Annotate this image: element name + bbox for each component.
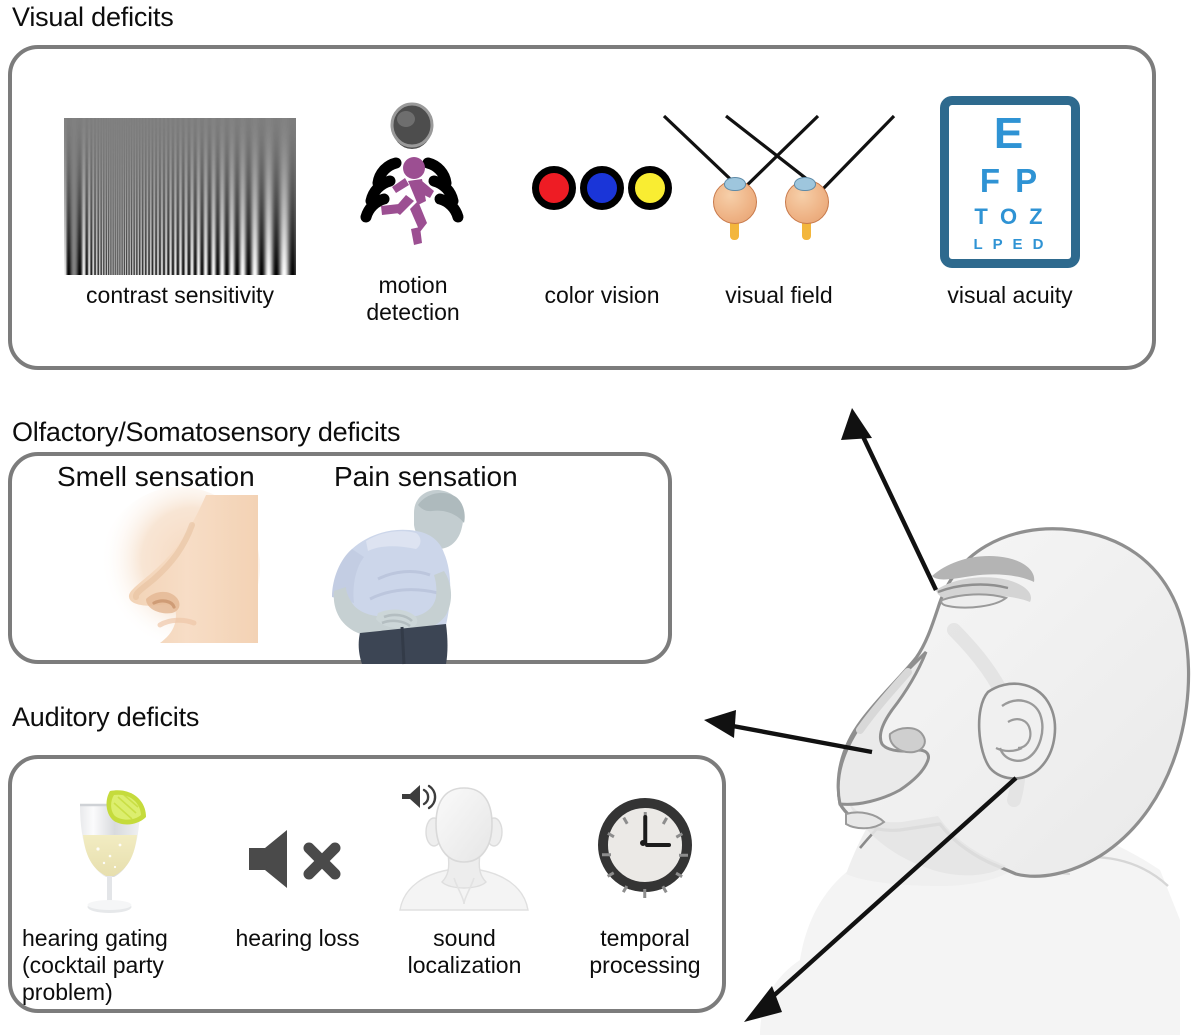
yellow-dot — [628, 166, 672, 210]
clock-tick — [679, 853, 688, 857]
optic-nerve-left — [730, 216, 739, 240]
clock-tick — [602, 853, 611, 857]
temporal-processing-label: temporal processing — [589, 925, 701, 979]
pain-sensation-label: Pain sensation — [334, 461, 518, 492]
snellen-chart-icon: E F P T O Z L P E D — [940, 96, 1080, 268]
snellen-row-2: T O Z — [974, 204, 1046, 229]
snellen-row-0: E — [993, 109, 1027, 158]
head-profile-illustration — [704, 400, 1200, 1035]
motion-detection-label: motion detection — [366, 272, 460, 326]
snellen-row-1: F P — [979, 162, 1041, 199]
color-vision-icon — [532, 166, 672, 224]
contrast-sensitivity-label: contrast sensitivity — [86, 282, 274, 308]
clock-tick — [643, 889, 647, 898]
smell-sensation-label: Smell sensation — [57, 461, 255, 492]
clock-hour-hand — [645, 843, 671, 847]
contrast-grating-icon — [64, 118, 296, 275]
hearing-gating-label: hearing gating (cocktail party problem) — [22, 925, 168, 1006]
visual-field-eyes-icon — [650, 110, 910, 250]
clock-tick — [607, 871, 615, 878]
clock-tick — [607, 832, 615, 839]
clock-tick — [675, 871, 683, 878]
clock-tick — [661, 817, 668, 825]
sound-localization-label: sound localization — [407, 925, 522, 979]
red-dot — [532, 166, 576, 210]
blue-dot — [580, 166, 624, 210]
visual-acuity-label: visual acuity — [947, 282, 1073, 308]
auditory-deficits-title: Auditory deficits — [12, 702, 200, 732]
nose-profile-icon — [88, 487, 263, 657]
clock-center — [640, 840, 646, 846]
nose-pointer-arrow — [704, 710, 873, 755]
motion-detection-icon — [352, 102, 472, 255]
ear-pointer-arrow — [744, 776, 1018, 1022]
contrast-grating-canvas — [64, 118, 296, 275]
eye-pointer-arrow — [841, 408, 938, 591]
clock-tick — [675, 832, 683, 839]
head-with-speaker-icon — [392, 782, 536, 912]
cornea-left — [724, 177, 746, 191]
muted-speaker-icon — [247, 826, 347, 892]
olfactory-deficits-title: Olfactory/Somatosensory deficits — [12, 417, 401, 447]
color-vision-label: color vision — [544, 282, 660, 308]
abdominal-pain-person-icon — [318, 487, 513, 665]
mute-cross — [303, 842, 341, 880]
clock-minute-hand — [643, 815, 647, 845]
cocktail-glass-icon — [58, 783, 162, 915]
hearing-loss-label: hearing loss — [235, 925, 360, 951]
visual-field-label: visual field — [725, 282, 833, 308]
optic-nerve-right — [802, 216, 811, 240]
clock-tick — [622, 817, 629, 825]
visual-deficits-title: Visual deficits — [12, 2, 174, 32]
snellen-row-3: L P E D — [973, 236, 1047, 253]
cornea-right — [794, 177, 816, 191]
clock-icon — [598, 798, 692, 898]
